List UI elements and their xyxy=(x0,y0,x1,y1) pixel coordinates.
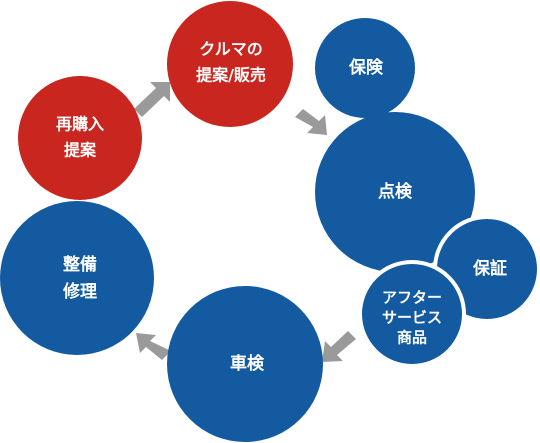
arrow-aftersales-to-shaken xyxy=(322,331,356,362)
maintenance-label-line1: 整備 xyxy=(63,254,97,275)
repurchase-label-line1: 再購入 xyxy=(56,115,104,134)
after-service-label-line3: 商品 xyxy=(397,329,427,347)
inspection-label: 点検 xyxy=(378,181,413,202)
circle-maintenance xyxy=(0,201,154,355)
circle-car-sales xyxy=(167,1,293,127)
repurchase-label-line2: 提案 xyxy=(64,141,97,160)
after-service-label-line1: アフター xyxy=(382,289,442,307)
circle-after-service xyxy=(358,260,466,368)
car-sales-label-line2: 提案/販売 xyxy=(196,66,266,85)
after-service-label-line2: サービス xyxy=(382,309,442,327)
circle-repurchase xyxy=(18,76,142,200)
circle-insurance xyxy=(315,18,415,118)
warranty-label: 保証 xyxy=(472,258,507,279)
circle-inspection xyxy=(315,112,475,272)
car-sales-label-line1: クルマの xyxy=(199,40,263,59)
insurance-label: 保険 xyxy=(348,57,384,78)
shaken-label: 車検 xyxy=(230,353,265,374)
circle-shaken xyxy=(167,286,323,442)
maintenance-label-line2: 修理 xyxy=(62,281,97,302)
arrow-shaken-to-maintenance xyxy=(136,333,171,360)
arrow-repurchase-to-sales xyxy=(134,82,170,117)
arrow-sales-to-inspection xyxy=(295,109,327,135)
